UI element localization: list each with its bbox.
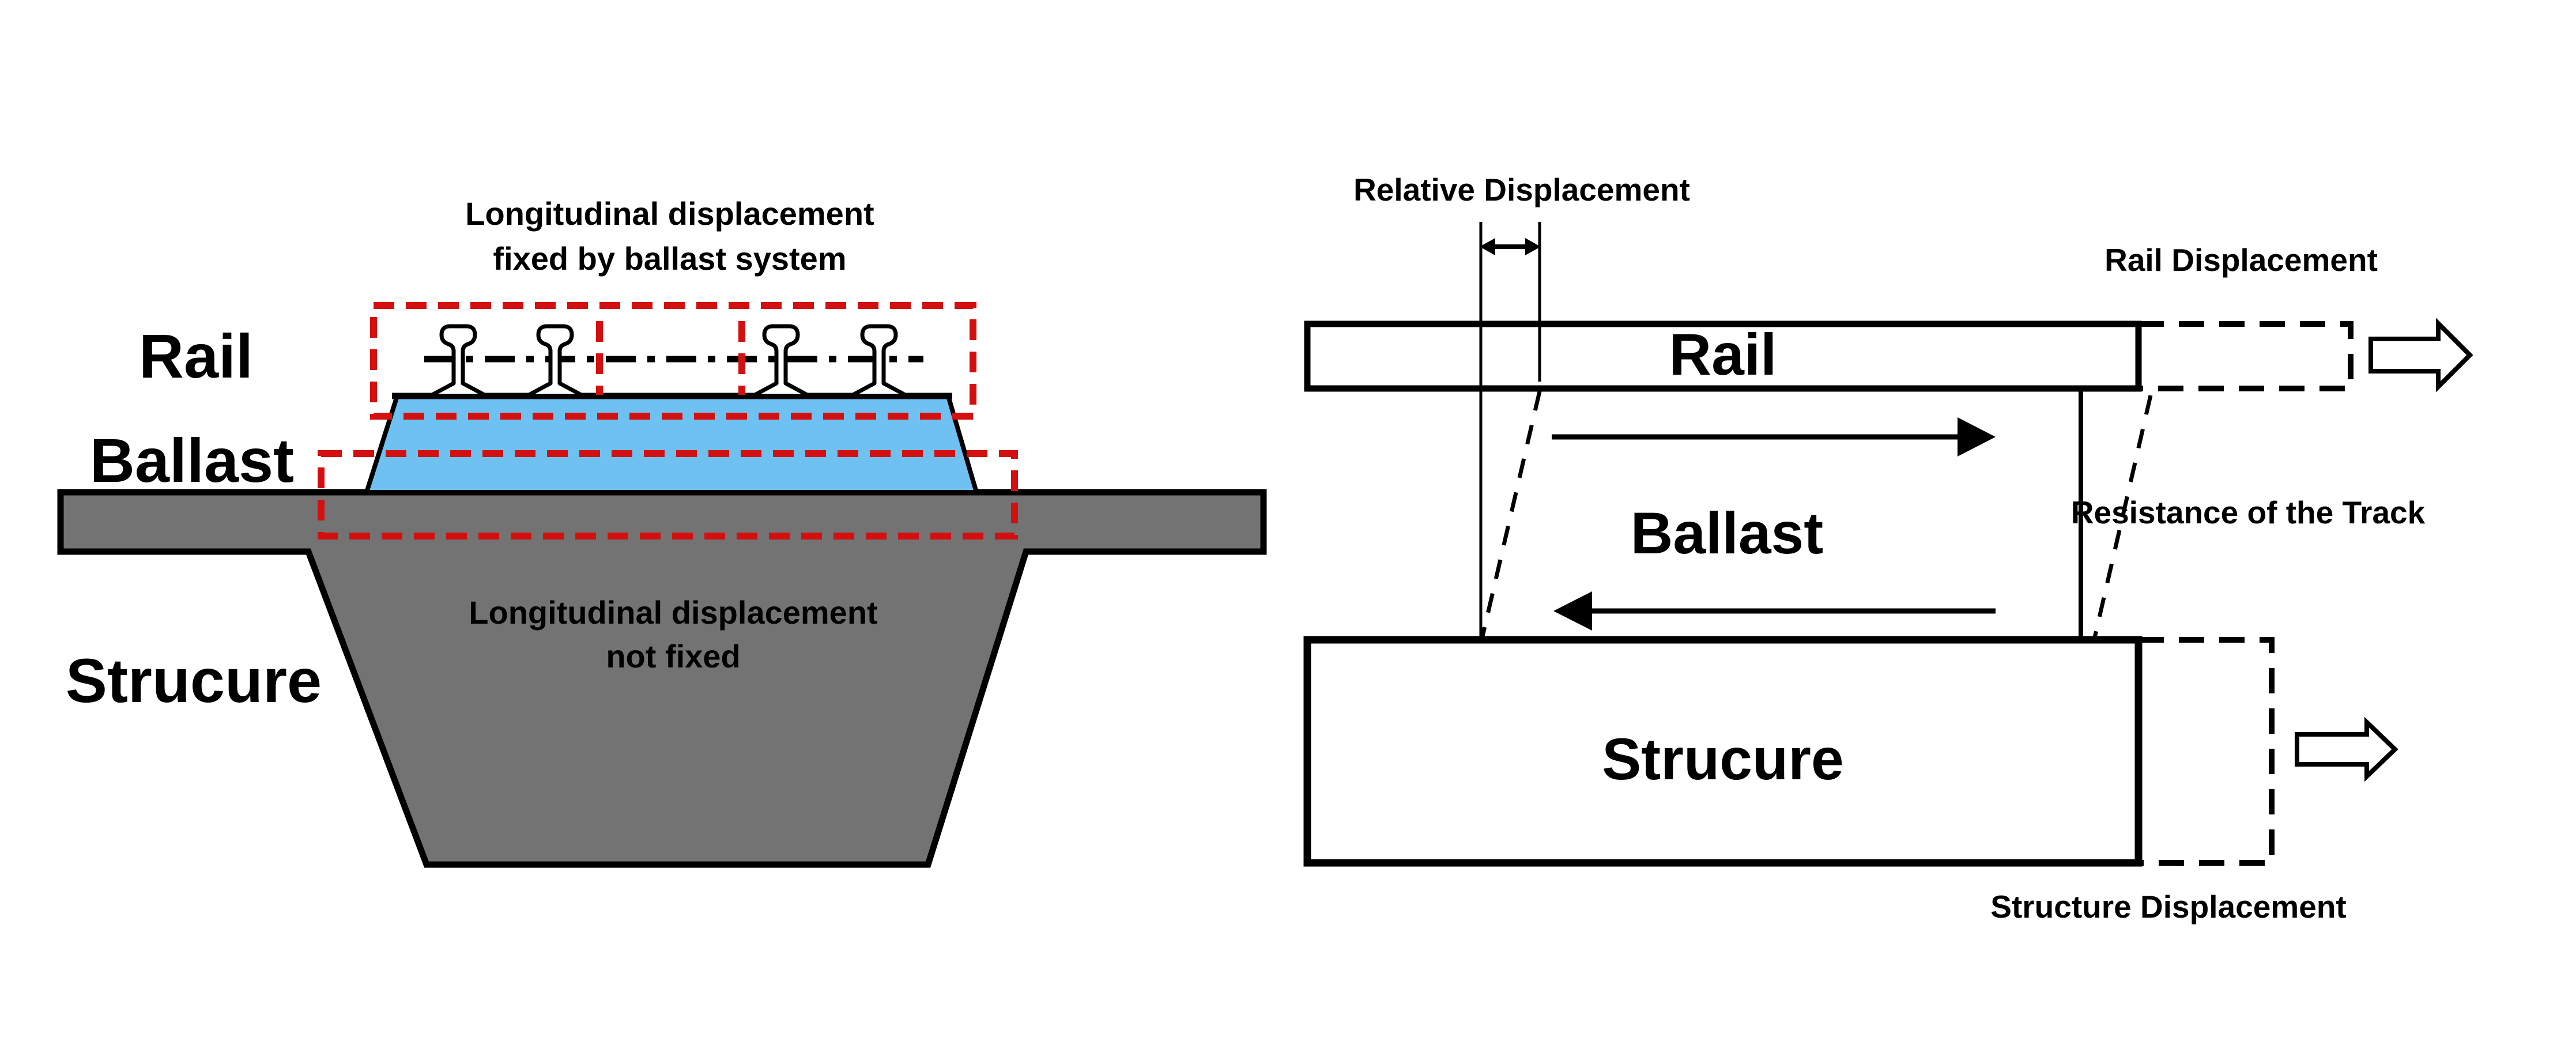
ballast-top-force-arrow (1552, 417, 1996, 457)
structure-box-label: Strucure (1602, 726, 1843, 792)
ballast-shear-right-dashed (2092, 395, 2153, 638)
ballast-trapezoid (363, 394, 980, 495)
resistance-label: Resistance of the Track (2071, 495, 2426, 530)
not-fixed-note-line1: Longitudinal displacement (469, 594, 877, 631)
relative-displacement-label: Relative Displacement (1353, 172, 1690, 208)
structure-displacement-label: Structure Displacement (1990, 889, 2346, 925)
structure-side-label: Strucure (66, 646, 322, 715)
left-title-line1: Longitudinal displacement (465, 195, 874, 232)
structure-displacement-arrow-icon (2295, 716, 2398, 782)
rail-displaced-outline (2136, 321, 2354, 391)
fixity-zone-annotations (318, 302, 1018, 540)
ballast-area-label: Ballast (1631, 500, 1824, 566)
rail-displacement-arrow-icon (2368, 318, 2473, 393)
left-diagram: Longitudinal displacement fixed by balla… (57, 195, 1267, 868)
structure-displaced-outline (2136, 637, 2275, 866)
not-fixed-note-line2: not fixed (606, 638, 740, 674)
ballast-bottom-force-arrow (1553, 591, 1996, 631)
left-title-line2: fixed by ballast system (493, 240, 846, 277)
fixed-zone-dashed-box (370, 302, 976, 420)
relative-displacement-arrow (1480, 238, 1541, 255)
rail-box (1304, 320, 2142, 392)
structure-box (1303, 636, 2143, 867)
rail-side-label: Rail (139, 321, 253, 391)
rail-displacement-label: Rail Displacement (2104, 242, 2378, 278)
structure-cross-section (57, 489, 1267, 868)
rail-box-label: Rail (1669, 322, 1777, 387)
ballast-shear-left-dashed (1480, 391, 1542, 637)
ballast-side-label: Ballast (90, 425, 294, 495)
right-diagram: Relative Displacement Rail Displacement … (1303, 172, 2473, 925)
